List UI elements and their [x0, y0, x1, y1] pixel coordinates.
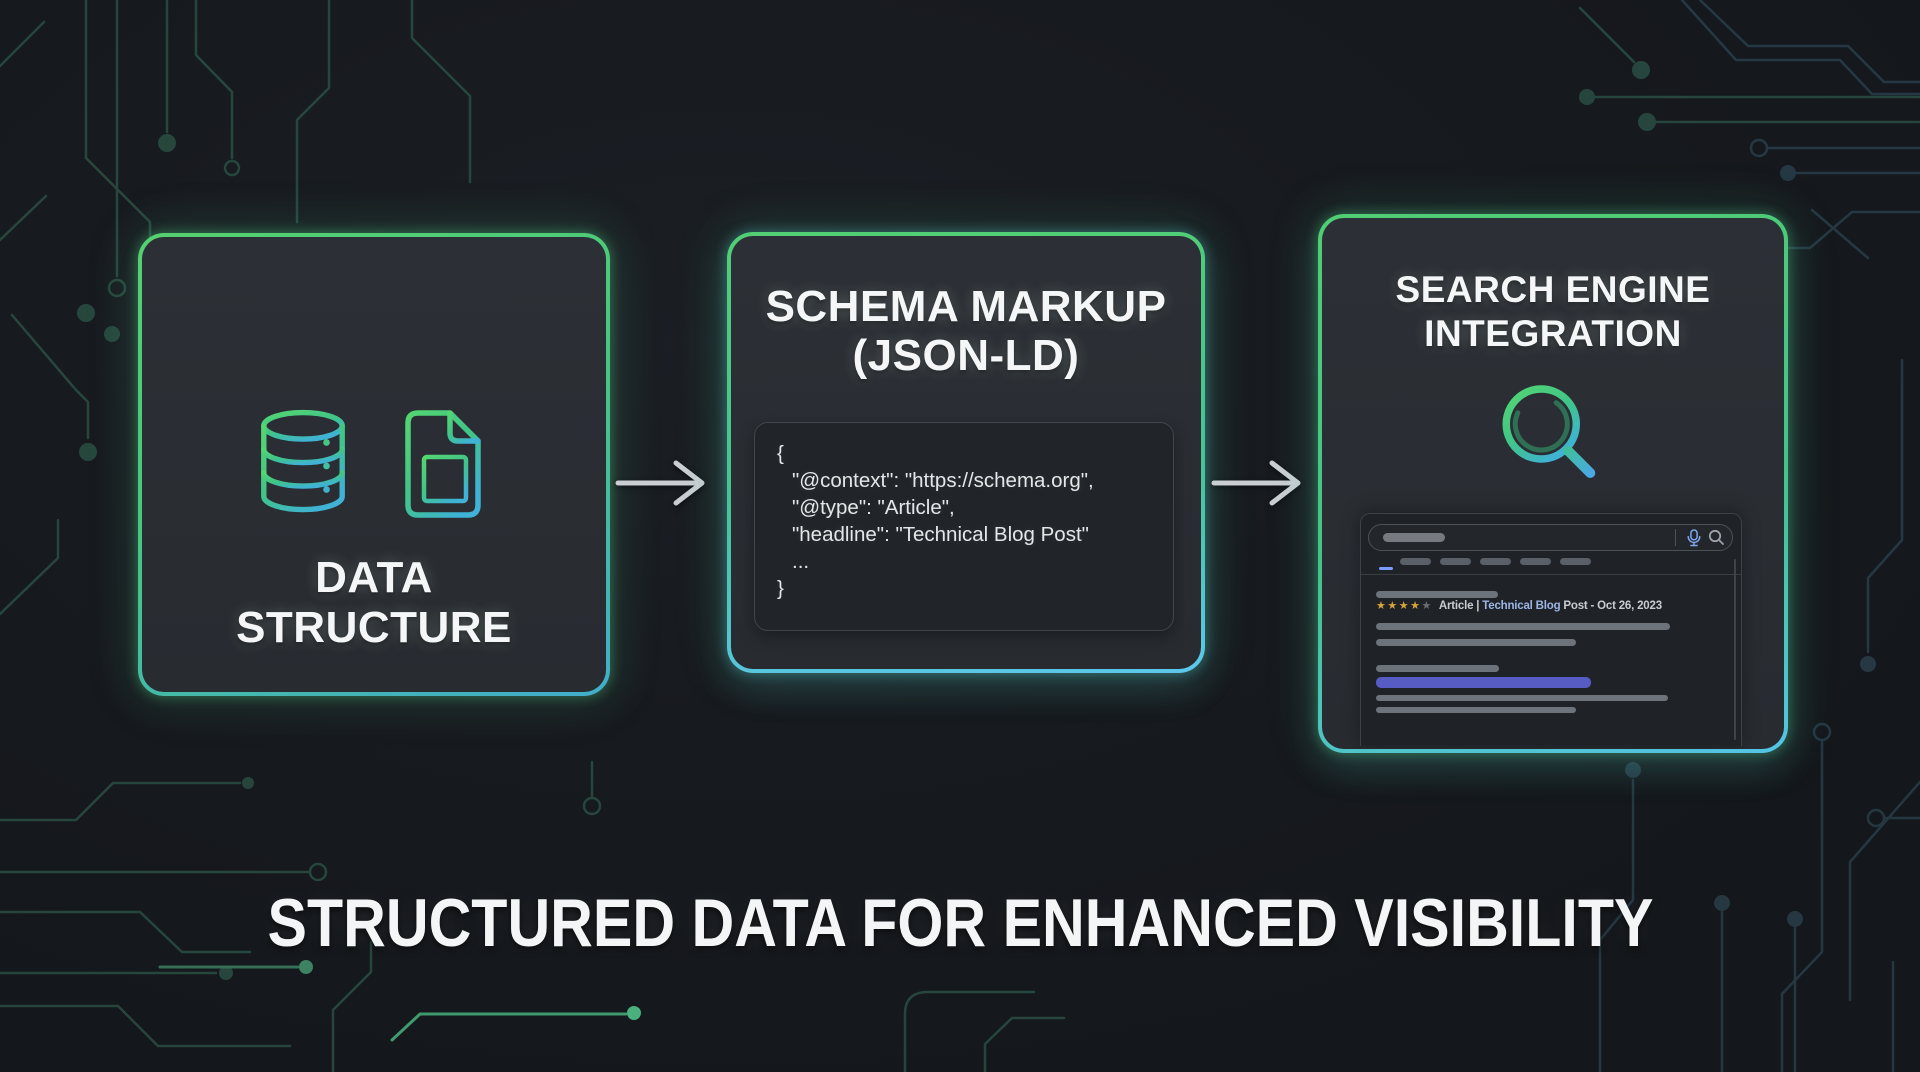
- search-bar-divider: [1675, 529, 1676, 546]
- search-engine-title: SEARCH ENGINE INTEGRATION: [1322, 268, 1784, 356]
- schema-markup-card: SCHEMA MARKUP (JSON-LD) { "@context": "h…: [727, 232, 1205, 673]
- result2-label-bar: [1376, 665, 1499, 672]
- active-tab-indicator: [1379, 567, 1393, 570]
- arrow-right-icon: [615, 460, 705, 506]
- code-line: "headline": "Technical Blog Post": [792, 523, 1089, 546]
- footer-caption-text: STRUCTURED DATA FOR ENHANCED VISIBILITY: [267, 885, 1653, 961]
- search-placeholder-bar: [1383, 533, 1445, 542]
- arrow-right-icon: [1211, 460, 1301, 506]
- result2-link-bar: [1376, 677, 1591, 688]
- tab-pill: [1400, 558, 1431, 565]
- code-line: ...: [792, 550, 810, 573]
- code-line: {: [777, 442, 784, 465]
- search-engine-title-line2: INTEGRATION: [1424, 313, 1682, 354]
- data-structure-card: DATA STRUCTURE: [138, 233, 610, 696]
- search-results-mockup: ★★★★★ Article | Technical Blog Post - Oc…: [1360, 513, 1742, 746]
- result-snippet-bar-1: [1376, 623, 1670, 630]
- star-icon: ★: [1410, 600, 1422, 612]
- schema-markup-title: SCHEMA MARKUP (JSON-LD): [731, 282, 1201, 380]
- schema-markup-title-line1: SCHEMA MARKUP: [765, 282, 1167, 331]
- tab-pill: [1560, 558, 1591, 565]
- magnifier-icon: [1502, 385, 1596, 478]
- tab-pill: [1440, 558, 1471, 565]
- flow-arrow-1: [615, 460, 705, 506]
- database-icon: [261, 409, 345, 513]
- tab-pill: [1480, 558, 1511, 565]
- search-icon: [1708, 529, 1724, 545]
- spreadsheet-file-icon: [405, 410, 481, 518]
- search-bar: [1368, 524, 1733, 551]
- code-line: "@type": "Article",: [792, 496, 955, 519]
- code-line: "@context": "https://schema.org",: [792, 469, 1094, 492]
- result-url-bar: [1376, 591, 1498, 598]
- mic-icon: [1687, 529, 1701, 547]
- result-title-suffix: Post - Oct 26, 2023: [1560, 600, 1662, 612]
- results-divider: [1361, 574, 1741, 575]
- result-title-prefix: Article |: [1438, 600, 1483, 612]
- result2-snippet-bar-1: [1376, 695, 1668, 701]
- data-structure-title-line1: DATA: [315, 553, 433, 602]
- json-ld-code-block: { "@context": "https://schema.org", "@ty…: [754, 422, 1174, 631]
- footer-caption: STRUCTURED DATA FOR ENHANCED VISIBILITY: [0, 884, 1920, 962]
- schema-markup-title-line2: (JSON-LD): [852, 331, 1080, 380]
- rating-stars: ★★★★★: [1376, 599, 1433, 613]
- star-icon: ★: [1421, 600, 1433, 612]
- star-icon: ★: [1387, 600, 1399, 612]
- result-title-highlight: Technical Blog: [1482, 600, 1561, 612]
- data-structure-title: DATA STRUCTURE: [142, 553, 606, 653]
- search-engine-title-line1: SEARCH ENGINE: [1395, 269, 1711, 310]
- result-rating-row: ★★★★★ Article | Technical Blog Post - Oc…: [1376, 598, 1662, 614]
- search-engine-card: SEARCH ENGINE INTEGRATION: [1318, 214, 1788, 753]
- flow-arrow-2: [1211, 460, 1301, 506]
- result-snippet-bar-2: [1376, 639, 1576, 646]
- result-title: Article | Technical Blog Post - Oct 26, …: [1439, 600, 1662, 612]
- result2-snippet-bar-2: [1376, 707, 1576, 713]
- data-structure-title-line2: STRUCTURE: [236, 603, 512, 652]
- tab-pill: [1520, 558, 1551, 565]
- scrollbar-track: [1734, 559, 1736, 740]
- star-icon: ★: [1376, 600, 1388, 612]
- star-icon: ★: [1398, 600, 1411, 612]
- code-line: }: [777, 577, 784, 600]
- tabs-row: [1400, 558, 1591, 565]
